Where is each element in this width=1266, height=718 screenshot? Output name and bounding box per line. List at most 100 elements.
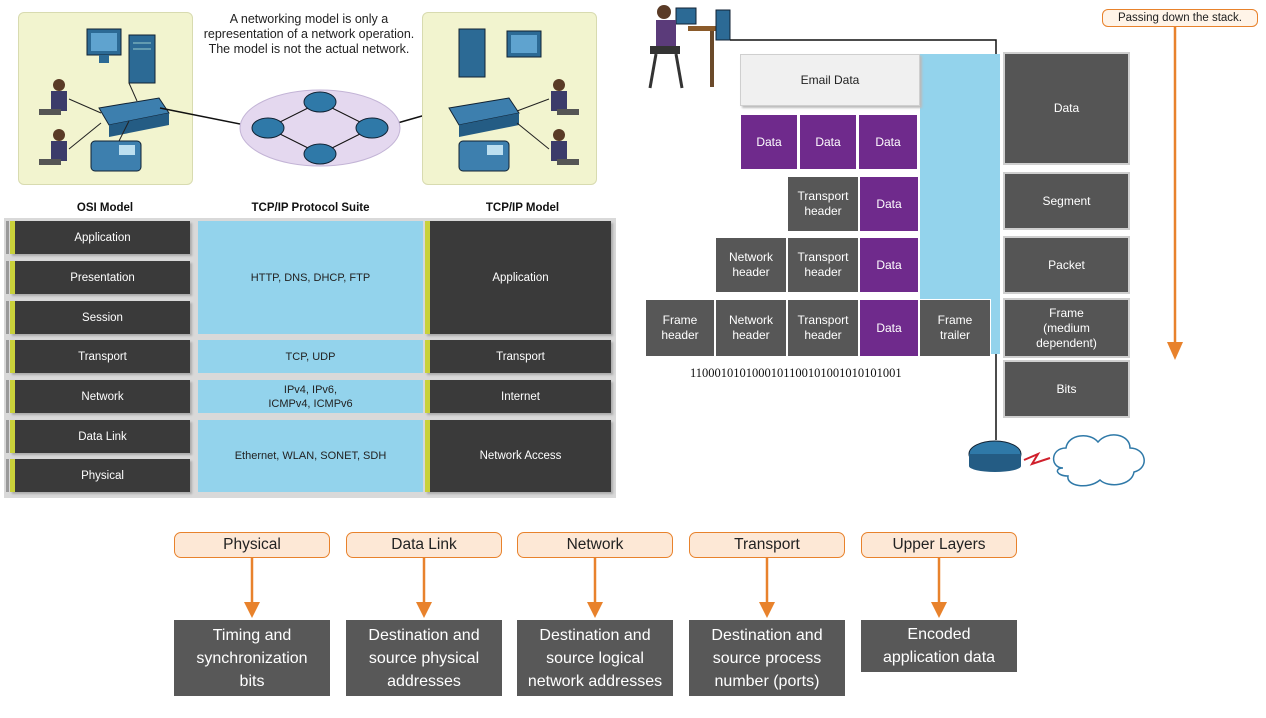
- transport-header-line2: header: [804, 204, 842, 218]
- bottom-layer-upper: Upper Layers Encoded application data: [861, 532, 1017, 698]
- router-ring-illustration: [159, 89, 451, 167]
- network-model-caption: A networking model is only a representat…: [196, 12, 422, 57]
- layer-label-transport: Transport: [689, 532, 845, 558]
- desc-line: source logical: [546, 649, 644, 667]
- desc-line: synchronization: [196, 649, 308, 667]
- down-arrow-icon: [587, 558, 603, 618]
- bottom-layer-data-link: Data Link Destination and source physica…: [346, 532, 502, 698]
- transport-header-line1: Transport: [797, 250, 849, 264]
- layer-desc-network: Destination and source logical network a…: [517, 620, 673, 696]
- layer-label-physical: Physical: [174, 532, 330, 558]
- app-data-segment-3: Data: [858, 114, 918, 170]
- bit-stream: 1100010101000101100101001010101001: [690, 366, 902, 380]
- pdu-frame-line1: Frame: [1049, 305, 1084, 320]
- desc-line: Timing and: [212, 626, 292, 644]
- osi-layer-application: Application: [6, 221, 190, 254]
- tcpip-model-heading: TCP/IP Model: [485, 202, 560, 214]
- bottom-layer-physical: Physical Timing and synchronization bits: [174, 532, 330, 698]
- desc-line: Destination and: [539, 626, 651, 644]
- transport-header-line1: Transport: [797, 313, 849, 327]
- email-data-block: Email Data: [740, 54, 920, 106]
- bottom-layer-transport: Transport Destination and source process…: [689, 532, 845, 698]
- protocol-row-internet: IPv4, IPv6, ICMPv4, ICMPv6: [198, 380, 423, 413]
- layer-label-network: Network: [517, 532, 673, 558]
- pdu-frame: Frame (medium dependent): [1003, 298, 1130, 358]
- packet-network-header: Network header: [715, 237, 787, 293]
- layer-desc-upper: Encoded application data: [861, 620, 1017, 672]
- protocol-text: Ethernet, WLAN, SONET, SDH: [234, 450, 387, 462]
- transport-header-line2: header: [804, 328, 842, 342]
- packet-data: Data: [859, 237, 919, 293]
- router-to-cloud-illustration: [968, 434, 1145, 487]
- frame-trailer-line2: trailer: [939, 328, 970, 342]
- osi-model-heading: OSI Model: [76, 202, 134, 214]
- tcpip-layer-application: Application: [425, 221, 611, 334]
- app-data-segment-1: Data: [740, 114, 798, 170]
- tcpip-layer-network-access: Network Access: [425, 420, 611, 492]
- down-arrow-icon: [1167, 26, 1183, 360]
- caption-line-3: The model is not the actual network.: [208, 42, 410, 56]
- osi-layer-data-link: Data Link: [6, 420, 190, 453]
- down-arrow-icon: [244, 558, 260, 618]
- protocol-row-application: HTTP, DNS, DHCP, FTP: [198, 221, 423, 334]
- layer-desc-physical: Timing and synchronization bits: [174, 620, 330, 696]
- frame-header-line2: header: [661, 328, 699, 342]
- segment-transport-header: Transport header: [787, 176, 859, 232]
- protocol-text: IPv4, IPv6,: [283, 383, 338, 396]
- pdu-segment: Segment: [1003, 172, 1130, 230]
- network-header-line2: header: [732, 328, 770, 342]
- protocol-row-transport: TCP, UDP: [198, 340, 423, 373]
- network-header-line2: header: [732, 265, 770, 279]
- down-arrow-icon: [759, 558, 775, 618]
- osi-layer-session: Session: [6, 301, 190, 334]
- desc-line: source physical: [368, 649, 480, 667]
- segment-data: Data: [859, 176, 919, 232]
- desc-line: Destination and: [711, 626, 823, 644]
- protocol-text: HTTP, DNS, DHCP, FTP: [250, 271, 371, 284]
- down-arrow-icon: [931, 558, 947, 618]
- frame-network-header: Network header: [715, 299, 787, 357]
- layer-label-upper: Upper Layers: [861, 532, 1017, 558]
- layer-label-data-link: Data Link: [346, 532, 502, 558]
- desc-line: addresses: [387, 672, 461, 690]
- pdu-data: Data: [1003, 52, 1130, 165]
- frame-transport-header: Transport header: [787, 299, 859, 357]
- osi-layer-network: Network: [6, 380, 190, 413]
- app-data-segment-2: Data: [799, 114, 857, 170]
- protocol-text: TCP, UDP: [285, 350, 336, 363]
- caption-line-1: A networking model is only a: [229, 12, 389, 26]
- frame-header: Frame header: [645, 299, 715, 357]
- protocol-row-network-access: Ethernet, WLAN, SONET, SDH: [198, 420, 423, 492]
- pdu-frame-line3: dependent): [1036, 335, 1097, 350]
- protocol-suite-heading: TCP/IP Protocol Suite: [251, 202, 370, 214]
- frame-data: Data: [859, 299, 919, 357]
- lan-illustration-left: [39, 28, 170, 172]
- osi-layer-physical: Physical: [6, 459, 190, 492]
- transport-header-line2: header: [804, 265, 842, 279]
- bottom-layer-network: Network Destination and source logical n…: [517, 532, 673, 698]
- lan-illustration-right: [448, 28, 579, 172]
- network-header-line1: Network: [728, 313, 773, 327]
- caption-line-2: representation of a network operation.: [203, 27, 415, 41]
- pdu-bits: Bits: [1003, 360, 1130, 418]
- tcpip-layer-internet: Internet: [425, 380, 611, 413]
- desc-line: source process: [712, 649, 822, 667]
- frame-trailer-line1: Frame: [937, 313, 973, 327]
- desc-line: network addresses: [527, 672, 663, 690]
- pdu-frame-line2: (medium: [1043, 320, 1090, 335]
- desc-line: bits: [239, 672, 265, 690]
- layer-desc-transport: Destination and source process number (p…: [689, 620, 845, 696]
- packet-transport-header: Transport header: [787, 237, 859, 293]
- protocol-text: ICMPv4, ICMPv6: [268, 397, 353, 410]
- down-arrow-icon: [416, 558, 432, 618]
- pdu-packet: Packet: [1003, 236, 1130, 294]
- osi-layer-presentation: Presentation: [6, 261, 190, 294]
- left-network-panel: [18, 12, 193, 185]
- transport-header-line1: Transport: [797, 189, 849, 203]
- right-network-panel: [422, 12, 597, 185]
- tcpip-layer-transport: Transport: [425, 340, 611, 373]
- layer-desc-data-link: Destination and source physical addresse…: [346, 620, 502, 696]
- frame-trailer: Frame trailer: [919, 299, 991, 357]
- osi-layer-transport: Transport: [6, 340, 190, 373]
- frame-header-line1: Frame: [662, 313, 698, 327]
